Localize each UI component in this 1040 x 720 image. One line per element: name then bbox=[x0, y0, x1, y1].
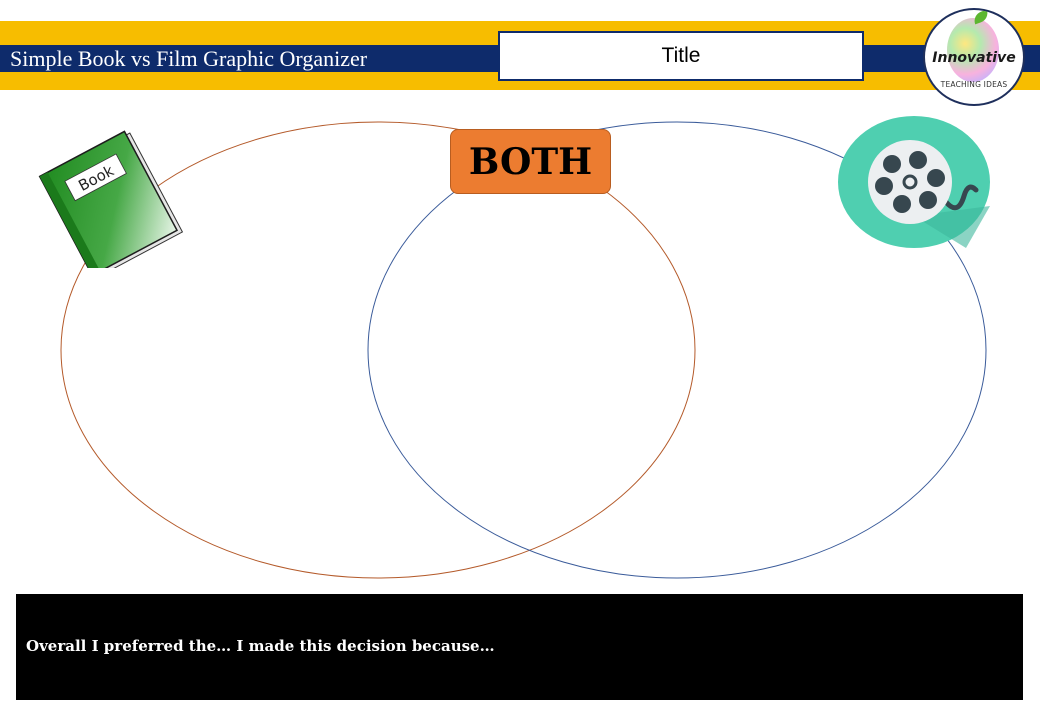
both-label: BOTH bbox=[450, 129, 611, 194]
conclusion-prompt: Overall I preferred the… I made this dec… bbox=[26, 637, 495, 655]
page-title: Simple Book vs Film Graphic Organizer bbox=[10, 46, 368, 71]
film-circle[interactable] bbox=[367, 121, 987, 579]
film-reel-icon bbox=[838, 116, 990, 248]
logo-subtitle: TEACHING IDEAS bbox=[940, 80, 1008, 89]
book-icon: Book bbox=[38, 130, 184, 268]
logo-word: Innovative bbox=[932, 50, 1016, 66]
book-circle[interactable] bbox=[60, 121, 696, 579]
conclusion-box[interactable]: Overall I preferred the… I made this dec… bbox=[16, 594, 1023, 700]
title-input-box[interactable]: Title bbox=[498, 31, 864, 81]
apple-icon bbox=[947, 18, 999, 82]
innovative-teaching-ideas-logo: Innovative TEACHING IDEAS bbox=[923, 8, 1025, 106]
